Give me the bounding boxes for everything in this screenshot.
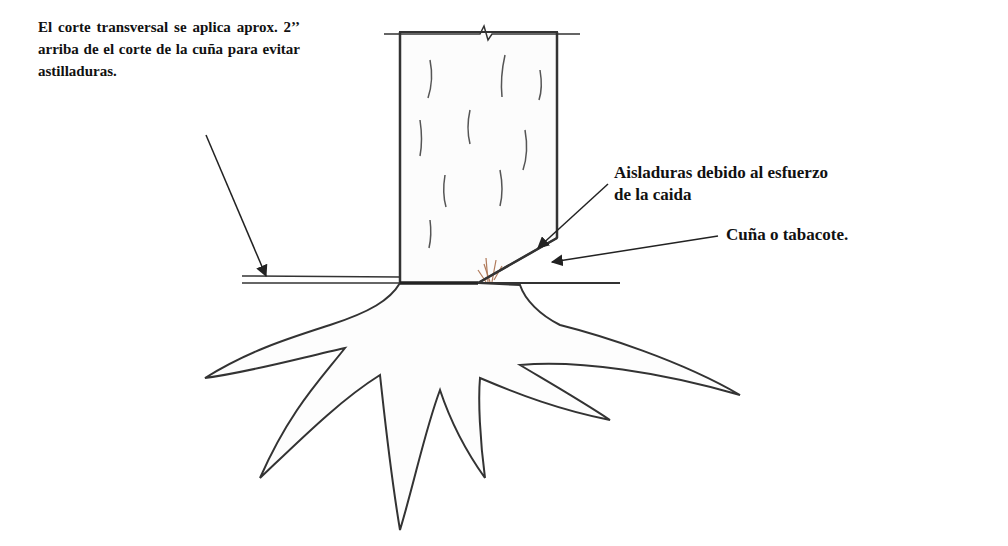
annotation-label: El corte transversal se aplica aprox. 2’… (38, 16, 300, 82)
annotation-label: Cuña o tabacote. (726, 224, 946, 246)
leader-arrows (206, 135, 718, 276)
trunk (400, 32, 557, 283)
bark-texture (420, 55, 541, 248)
break-line (384, 26, 580, 40)
annotation-label: Aisladuras debido al esfuerzo de la caid… (614, 162, 844, 206)
stump-roots (205, 283, 740, 530)
